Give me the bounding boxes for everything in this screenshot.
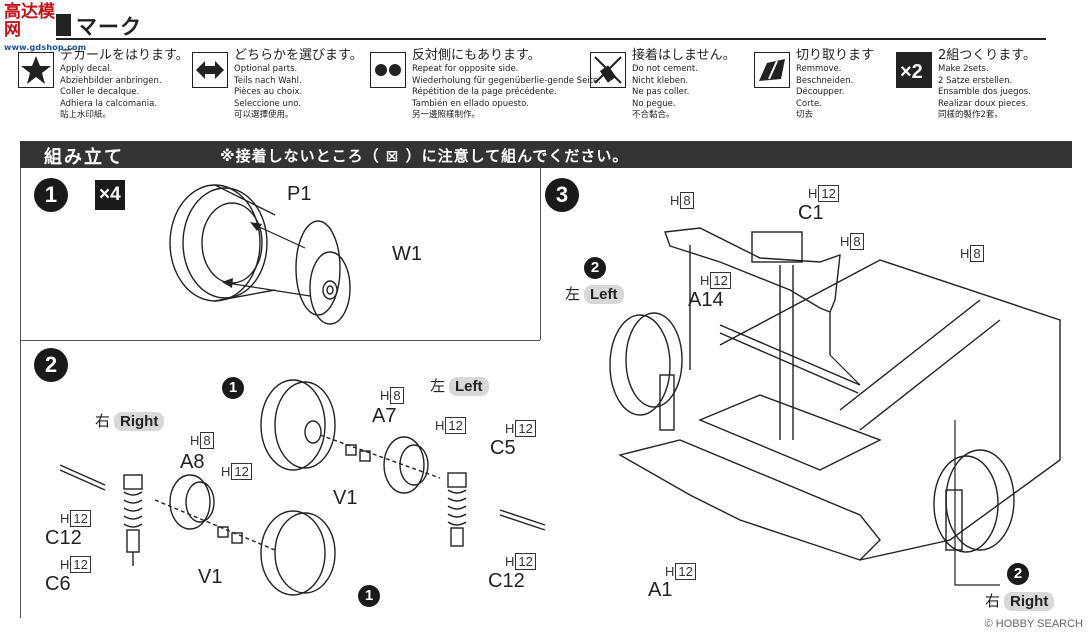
step3-left-wheel bbox=[609, 312, 683, 431]
step2-left-shock bbox=[447, 472, 467, 547]
step2-upper-tire bbox=[260, 379, 336, 471]
frame-divider-vertical bbox=[540, 168, 541, 340]
step3-left-ref: 2 bbox=[584, 257, 606, 279]
label-a7: A7 bbox=[372, 405, 397, 427]
step3-right-wheel bbox=[933, 449, 1015, 553]
label-v1-lower: V1 bbox=[198, 566, 223, 588]
step3-frame bbox=[618, 259, 1061, 561]
frame-left bbox=[20, 168, 21, 618]
step2-a8-hub bbox=[169, 474, 215, 530]
step1-multiplier: ×4 bbox=[95, 180, 125, 210]
page-title: マーク bbox=[76, 15, 142, 39]
step2-wheel-ref-upper: 1 bbox=[222, 377, 244, 399]
label-a1: A1 bbox=[648, 579, 673, 601]
step3-a14-rod bbox=[719, 324, 861, 394]
label-c12-right: C12 bbox=[488, 570, 525, 592]
step3-right-ref: 2 bbox=[1007, 563, 1029, 585]
step2-lower-tire bbox=[260, 510, 336, 596]
label-v1-upper: V1 bbox=[333, 487, 358, 509]
step1-wheel bbox=[295, 220, 351, 325]
label-p1: P1 bbox=[287, 183, 312, 205]
watermark: © HOBBY SEARCH bbox=[984, 618, 1083, 630]
label-c6: C6 bbox=[45, 573, 71, 595]
step2-pins bbox=[59, 464, 546, 531]
double-arrow-icon bbox=[192, 52, 228, 88]
times-two-icon: ×2 bbox=[896, 52, 932, 88]
step2-right-shock bbox=[123, 474, 143, 566]
step2-a7-hub bbox=[383, 436, 429, 494]
assembly-title: 組み立て bbox=[44, 147, 124, 168]
step2-v1-washers bbox=[217, 444, 371, 544]
opposite-side-icon bbox=[370, 52, 406, 88]
no-cement-icon bbox=[590, 52, 626, 88]
cut-icon bbox=[754, 52, 790, 88]
assembly-section-bar bbox=[20, 141, 1072, 168]
label-c5: C5 bbox=[490, 437, 516, 459]
header-divider bbox=[56, 38, 1046, 40]
label-c1: C1 bbox=[798, 202, 824, 224]
step2-number: 2 bbox=[34, 348, 68, 382]
frame-divider-horizontal bbox=[20, 340, 540, 341]
label-c12-left: C12 bbox=[45, 527, 82, 549]
step1-tire bbox=[169, 184, 276, 302]
step1-number: 1 bbox=[34, 178, 68, 212]
label-w1: W1 bbox=[392, 243, 422, 265]
step2-wheel-ref-lower: 1 bbox=[358, 585, 380, 607]
svg-text:×2: ×2 bbox=[900, 61, 923, 83]
label-a8: A8 bbox=[180, 451, 205, 473]
label-a14: A14 bbox=[688, 289, 724, 311]
step3-number: 3 bbox=[545, 178, 579, 212]
star-decal-icon bbox=[18, 52, 54, 88]
step3-upper-arm bbox=[664, 227, 841, 313]
assembly-note: ※接着しないところ（ ⊠ ）に注意して組んでください。 bbox=[220, 147, 629, 165]
header-bar-accent bbox=[56, 14, 71, 36]
